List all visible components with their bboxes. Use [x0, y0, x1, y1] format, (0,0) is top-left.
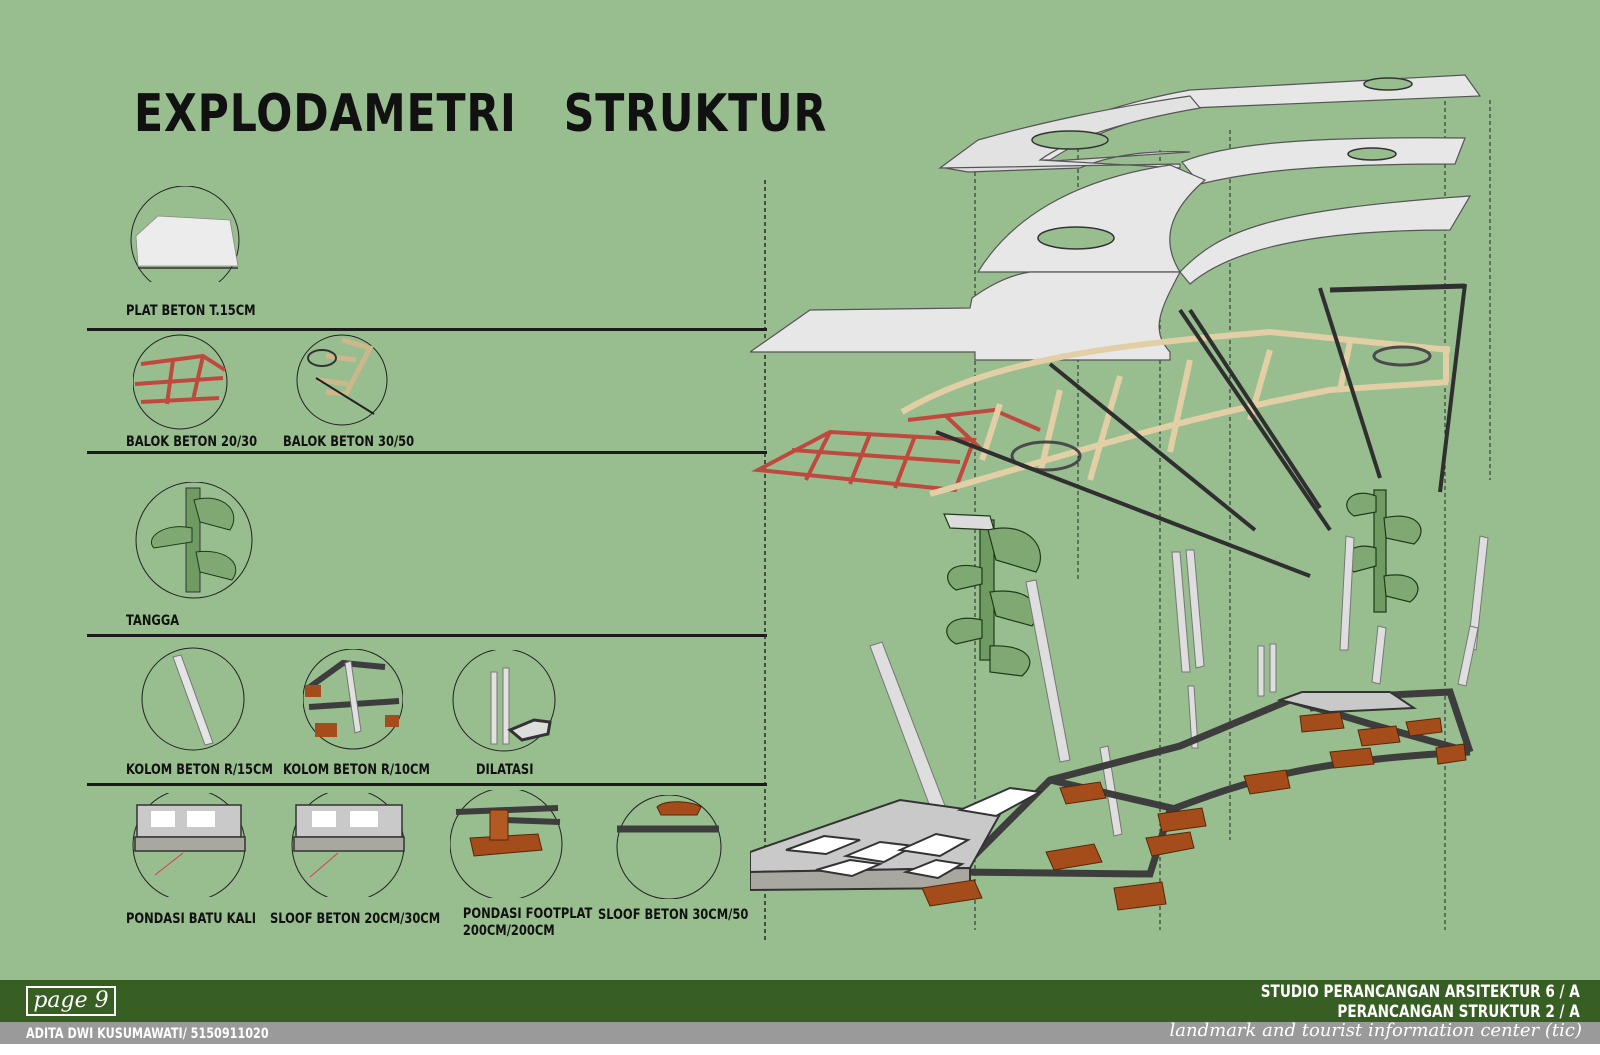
- author-name: ADITA DWI KUSUMAWATI/ 5150911020: [26, 1026, 269, 1042]
- studio-line-2: PERANCANGAN STRUKTUR 2 / A: [1337, 1002, 1580, 1022]
- studio-line-1: STUDIO PERANCANGAN ARSITEKTUR 6 / A: [1260, 982, 1580, 1002]
- project-title: landmark and tourist information center …: [1169, 1020, 1582, 1041]
- separator-line: [764, 180, 766, 940]
- divider-2: [87, 451, 767, 454]
- dilatasi-thumbnail: [452, 650, 556, 752]
- balok-20-30-thumbnail: [133, 334, 228, 430]
- balok-30-50-thumbnail: [296, 334, 388, 426]
- footer-bar: [0, 980, 1600, 1022]
- sloof-30-50-thumbnail: [616, 795, 722, 899]
- kolom-10-label: KOLOM BETON R/10CM: [283, 762, 430, 778]
- divider-3: [87, 634, 767, 637]
- plat-beton-thumbnail: [130, 186, 240, 282]
- divider-1: [87, 328, 767, 331]
- columns: [869, 535, 1489, 837]
- tangga-thumbnail: [135, 482, 253, 599]
- footplat-label-1: PONDASI FOOTPLAT: [462, 906, 593, 922]
- kolom-10-thumbnail: [303, 649, 403, 750]
- dilatasi-label: DILATASI: [476, 762, 534, 778]
- spiral-stairs: [943, 489, 1422, 677]
- pondasi-footplat-thumbnail: [450, 790, 563, 898]
- page-title: EXPLODAMETRI STRUKTUR: [134, 84, 828, 144]
- sloof-30-50-label: SLOOF BETON 30CM/50: [598, 907, 749, 923]
- footer-strip: [0, 1022, 1600, 1044]
- slab-layers: [750, 74, 1482, 361]
- sloof-20-30-thumbnail: [291, 793, 405, 897]
- diagonal-rods: [935, 283, 1467, 578]
- exploded-axonometric-drawing: [750, 74, 1491, 930]
- beam-20-30-grid: [751, 407, 1041, 493]
- balok-20-30-label: BALOK BETON 20/30: [126, 434, 258, 450]
- sloof-20-30-label: SLOOF BETON 20CM/30CM: [270, 911, 441, 927]
- page-number: page 9: [26, 986, 116, 1016]
- balok-30-50-label: BALOK BETON 30/50: [283, 434, 415, 450]
- bottom-margin: [0, 1044, 1600, 1055]
- pondasi-batu-label: PONDASI BATU KALI: [126, 911, 256, 927]
- kolom-15-thumbnail: [141, 647, 245, 751]
- plat-beton-label: PLAT BETON T.15CM: [126, 303, 256, 319]
- footings: [921, 711, 1467, 911]
- tangga-label: TANGGA: [126, 613, 180, 629]
- kolom-15-label: KOLOM BETON R/15CM: [126, 762, 273, 778]
- footplat-label-2: 200CM/200CM: [462, 923, 555, 939]
- divider-4: [87, 783, 767, 786]
- ground-slab-upper: [1276, 691, 1418, 714]
- stone-foundation: [750, 786, 1044, 892]
- slab-openings: [1031, 77, 1413, 250]
- studio-info: STUDIO PERANCANGAN ARSITEKTUR 6 / A PERA…: [1261, 982, 1580, 1022]
- beam-30-50-grid: [900, 328, 1451, 497]
- ground-beams: [955, 688, 1474, 878]
- pondasi-batu-thumbnail: [132, 793, 246, 897]
